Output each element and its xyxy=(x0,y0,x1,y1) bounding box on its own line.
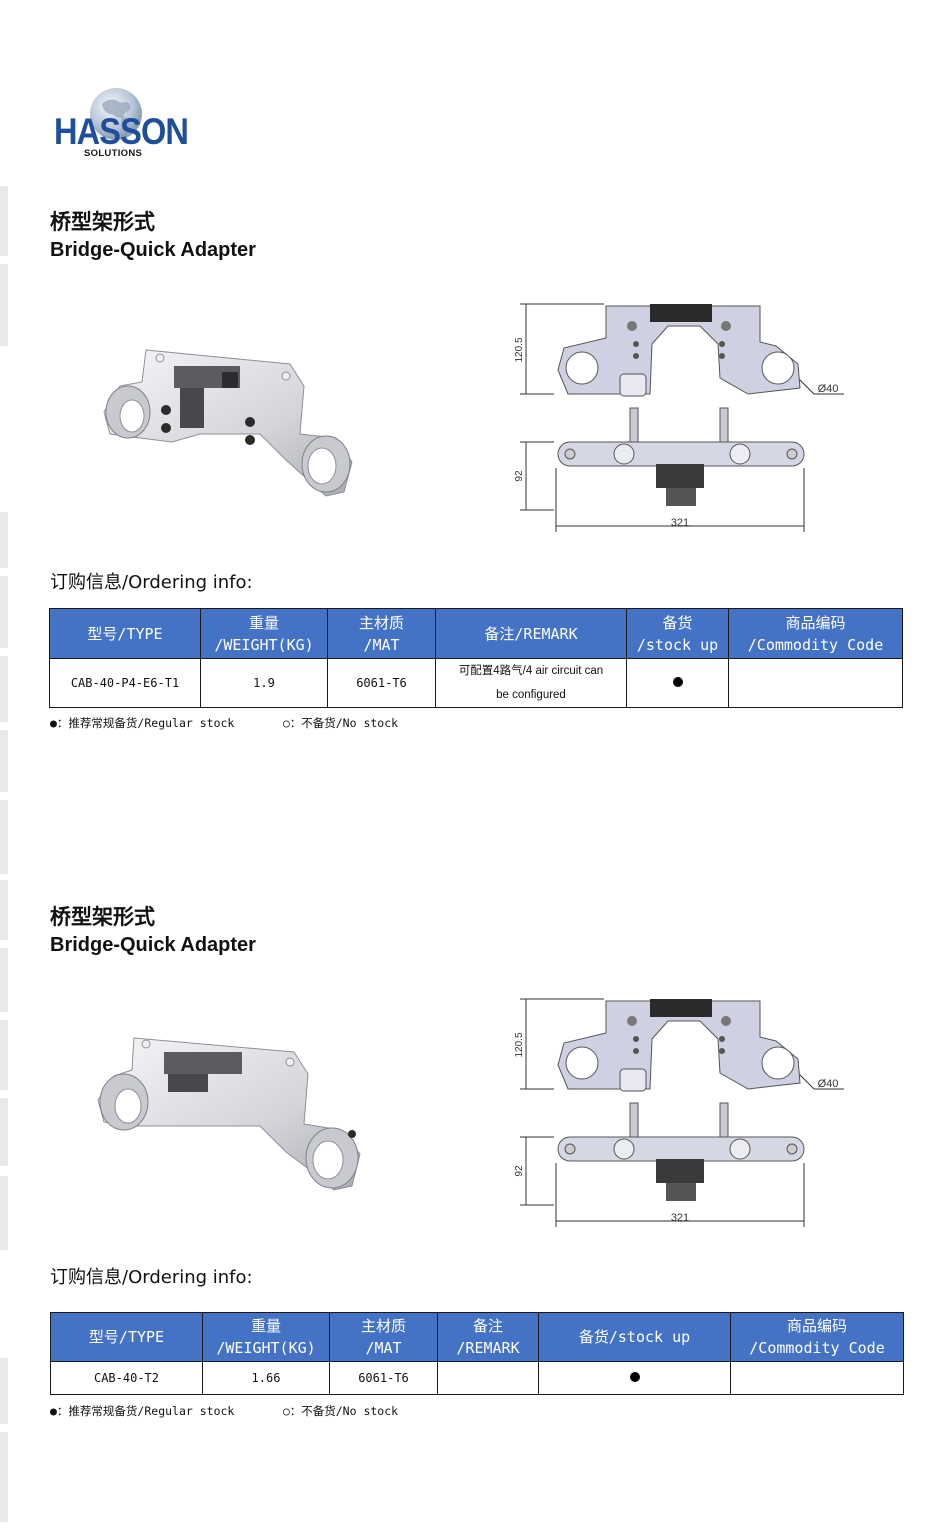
page-edge xyxy=(0,800,8,874)
legend-regular-stock: ●：推荐常规备货/Regular stock xyxy=(50,1404,235,1418)
page-edge xyxy=(0,730,8,792)
cell-material: 6061-T6 xyxy=(327,658,436,708)
technical-drawing: 120.5 92 321 Ø40 xyxy=(514,303,844,532)
dim-height-top: 120.5 xyxy=(514,1032,525,1057)
product-title-cn: 桥型架形式 xyxy=(50,210,155,234)
product-title-en: Bridge-Quick Adapter xyxy=(50,239,256,261)
table-row: CAB-40-T2 1.66 6061-T6 xyxy=(50,1361,904,1395)
page-edge xyxy=(0,512,8,568)
legend-no-stock: ○：不备货/No stock xyxy=(282,716,399,730)
header-commodity-code: 商品编码/Commodity Code xyxy=(728,608,903,659)
cell-stock xyxy=(626,658,729,708)
header-material: 主材质/MAT xyxy=(327,608,436,659)
stock-legend: ●：推荐常规备货/Regular stock ○：不备货/No stock xyxy=(50,1403,398,1419)
dim-width: 321 xyxy=(671,517,689,529)
dim-height-top: 120.5 xyxy=(514,337,525,362)
legend-no-stock: ○：不备货/No stock xyxy=(282,1404,399,1418)
globe-icon xyxy=(90,88,142,140)
page-edge xyxy=(0,1432,8,1522)
page-edge xyxy=(0,880,8,940)
cell-stock xyxy=(538,1361,731,1395)
header-remark: 备注/REMARK xyxy=(437,1312,539,1362)
page-edge xyxy=(0,576,8,648)
stock-dot-icon xyxy=(672,677,683,687)
technical-drawing: 120.5 92 321 Ø40 xyxy=(514,998,844,1227)
page-edge xyxy=(0,264,8,346)
cell-remark xyxy=(437,1361,539,1395)
header-stock: 备货/stock up xyxy=(626,608,729,659)
dim-diameter: Ø40 xyxy=(818,383,839,395)
header-type: 型号/TYPE xyxy=(49,608,201,659)
hasson-logo: HASSON SOLUTIONS xyxy=(54,86,189,162)
brand-name: HASSON xyxy=(54,111,189,152)
cell-commodity-code xyxy=(728,658,903,708)
page-edge xyxy=(0,948,8,1012)
dim-height-bottom: 92 xyxy=(514,1165,525,1177)
header-stock: 备货/stock up xyxy=(538,1312,731,1362)
header-commodity-code: 商品编码/Commodity Code xyxy=(730,1312,904,1362)
dim-height-bottom: 92 xyxy=(514,470,525,482)
cell-weight: 1.9 xyxy=(200,658,328,708)
cell-material: 6061-T6 xyxy=(329,1361,438,1395)
ordering-info-label: 订购信息/Ordering info: xyxy=(50,1267,253,1288)
ordering-info-label: 订购信息/Ordering info: xyxy=(50,572,253,593)
table-header-row: 型号/TYPE 重量/WEIGHT(KG) 主材质/MAT 备注/REMARK … xyxy=(49,608,903,659)
header-remark: 备注/REMARK xyxy=(435,608,627,659)
cell-weight: 1.66 xyxy=(202,1361,330,1395)
page-edge xyxy=(0,186,8,256)
page-edge xyxy=(0,1358,8,1424)
product-title-cn: 桥型架形式 xyxy=(50,905,155,929)
header-weight: 重量/WEIGHT(KG) xyxy=(200,608,328,659)
product-photo xyxy=(103,349,353,497)
spec-table: 型号/TYPE 重量/WEIGHT(KG) 主材质/MAT 备注/REMARK … xyxy=(50,1312,904,1395)
dim-diameter: Ø40 xyxy=(818,1078,839,1090)
header-material: 主材质/MAT xyxy=(329,1312,438,1362)
cell-type: CAB-40-P4-E6-T1 xyxy=(49,658,201,708)
page-edge xyxy=(0,656,8,722)
stock-legend: ●：推荐常规备货/Regular stock ○：不备货/No stock xyxy=(50,715,398,731)
dim-width: 321 xyxy=(671,1212,689,1224)
cell-commodity-code xyxy=(730,1361,904,1395)
product-photo xyxy=(97,1037,361,1191)
brand-tagline: SOLUTIONS xyxy=(84,148,143,159)
header-type: 型号/TYPE xyxy=(50,1312,203,1362)
stock-dot-icon xyxy=(629,1372,640,1382)
table-row: CAB-40-P4-E6-T1 1.9 6061-T6 可配置4路气/4 air… xyxy=(49,658,903,708)
product-title-en: Bridge-Quick Adapter xyxy=(50,934,256,956)
spec-table: 型号/TYPE 重量/WEIGHT(KG) 主材质/MAT 备注/REMARK … xyxy=(49,608,903,708)
page-edge xyxy=(0,1020,8,1090)
page-edge xyxy=(0,1176,8,1250)
table-header-row: 型号/TYPE 重量/WEIGHT(KG) 主材质/MAT 备注/REMARK … xyxy=(50,1312,904,1362)
legend-regular-stock: ●：推荐常规备货/Regular stock xyxy=(50,716,235,730)
header-weight: 重量/WEIGHT(KG) xyxy=(202,1312,330,1362)
cell-type: CAB-40-T2 xyxy=(50,1361,203,1395)
page-edge xyxy=(0,1098,8,1166)
